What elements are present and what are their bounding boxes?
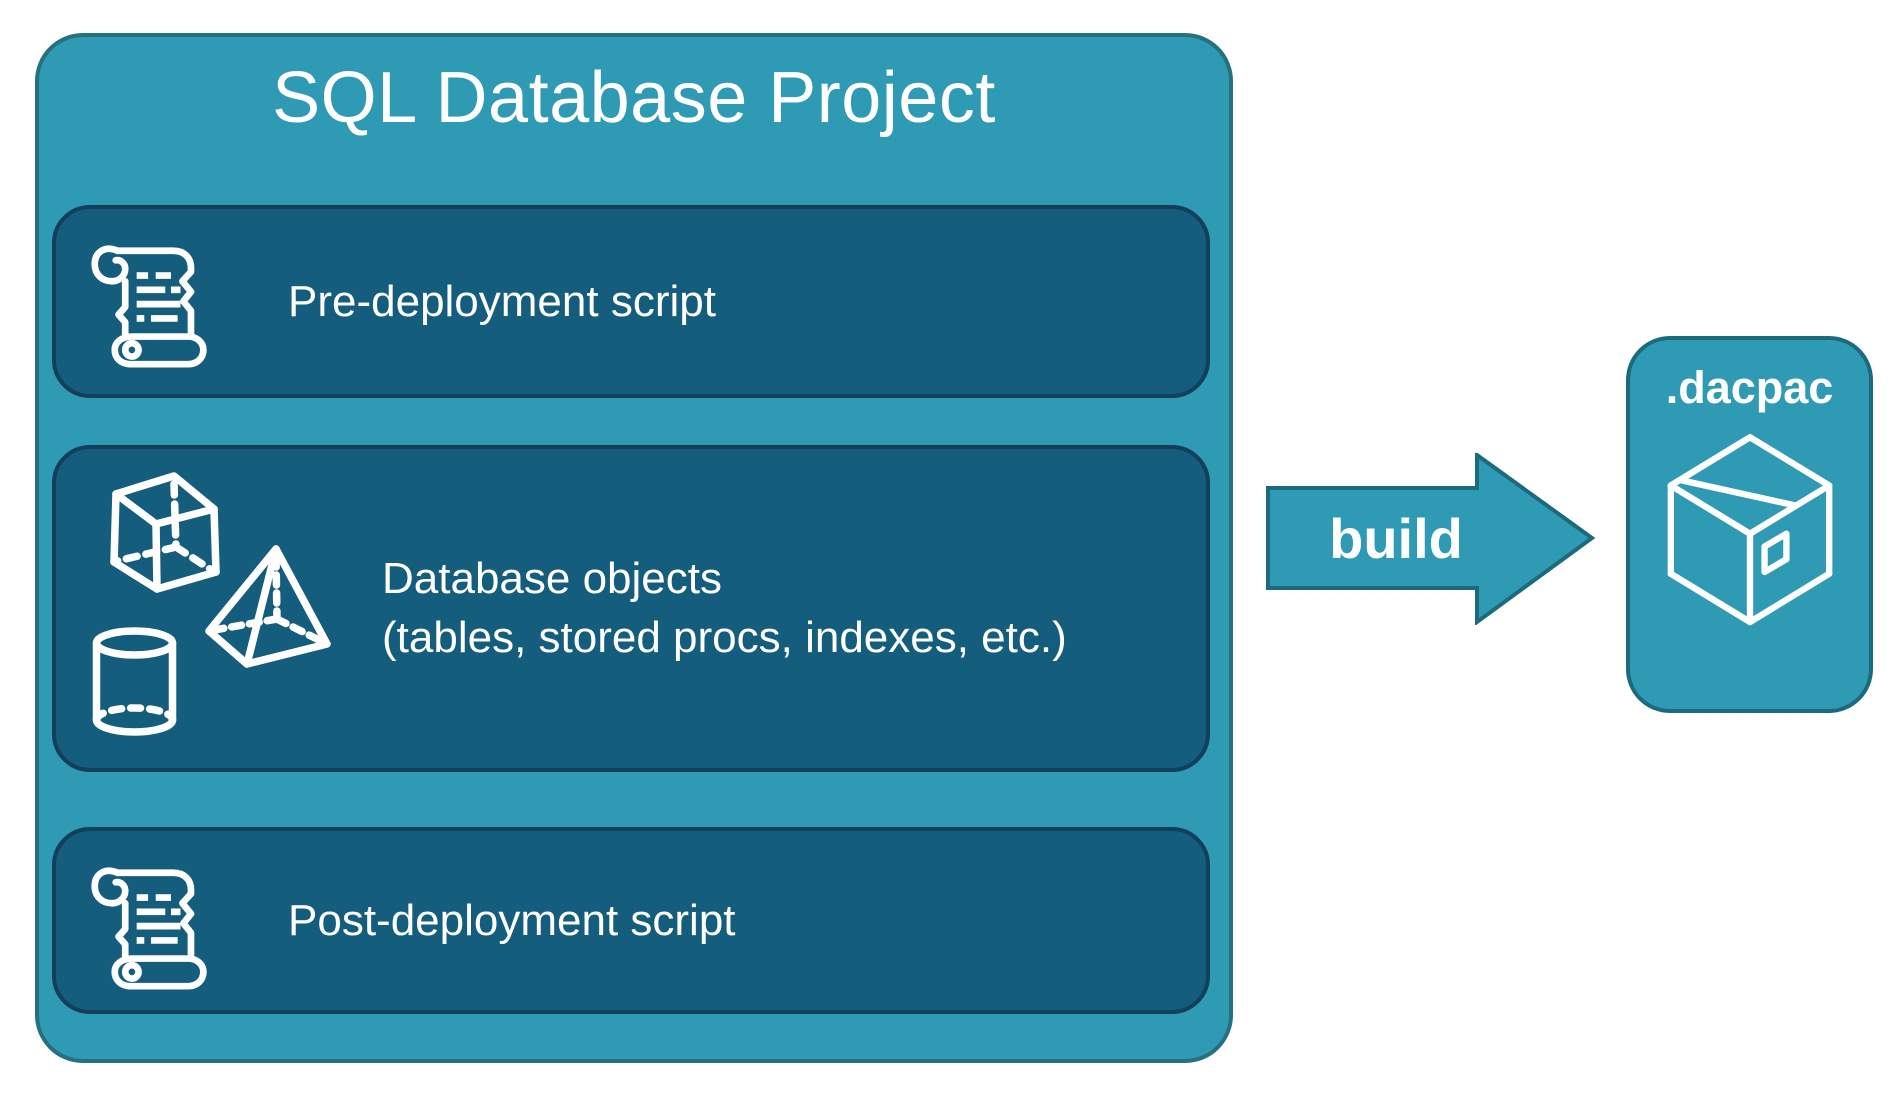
dacpac-label: .dacpac <box>1665 362 1834 413</box>
post-deployment-label: Post-deployment script <box>288 895 736 945</box>
build-arrow-label: build <box>1329 506 1463 570</box>
post-deployment-panel: Post-deployment script <box>52 827 1210 1014</box>
build-arrow-icon <box>1266 453 1596 625</box>
scroll-icon <box>91 245 207 368</box>
scroll-icon <box>91 867 207 990</box>
cylinder-icon <box>92 627 177 736</box>
database-objects-label: Database objects (tables, stored procs, … <box>382 549 1067 669</box>
database-objects-label-line2: (tables, stored procs, indexes, etc.) <box>382 613 1067 663</box>
package-icon-wrap <box>1630 426 1869 636</box>
pre-deployment-label: Pre-deployment script <box>288 276 716 326</box>
package-icon <box>1667 434 1832 626</box>
pre-deployment-panel: Pre-deployment script <box>52 205 1210 398</box>
sql-database-project-box: SQL Database Project P <box>35 33 1233 1063</box>
cube-icon <box>110 472 220 593</box>
database-objects-label-line1: Database objects <box>382 553 722 603</box>
dacpac-box: .dacpac <box>1626 336 1873 713</box>
database-objects-panel: Database objects (tables, stored procs, … <box>52 445 1210 772</box>
project-title: SQL Database Project <box>272 58 996 138</box>
pyramid-icon <box>205 545 331 668</box>
